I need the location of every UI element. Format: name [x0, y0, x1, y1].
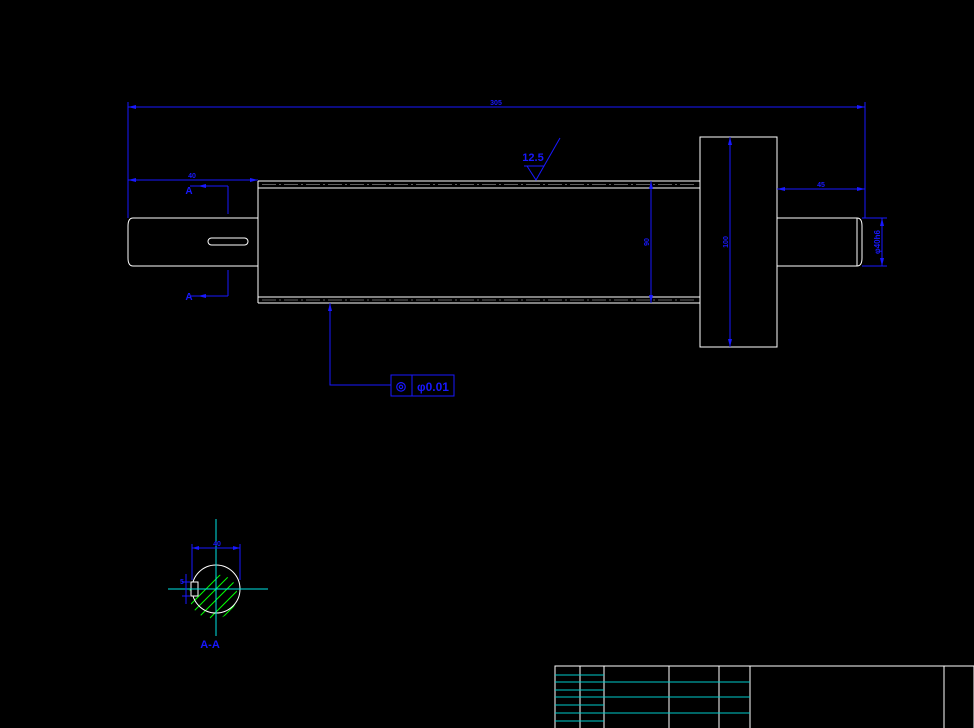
section-centerlines	[168, 519, 268, 636]
section-key-dim: 5	[180, 579, 184, 586]
dimension-arrows	[128, 105, 884, 347]
section-view: 40 5 A-A	[168, 519, 268, 651]
flange-diameter-dim: 100	[723, 236, 730, 248]
drum-surface-texture	[262, 184, 696, 301]
section-label: A-A	[200, 639, 220, 651]
tolerance-symbol-icon: ◎	[396, 379, 407, 393]
overall-length-dim: 305	[490, 100, 502, 107]
title-block	[554, 665, 974, 728]
surface-roughness-value: 12.5	[522, 152, 543, 164]
flange	[699, 136, 778, 348]
right-shaft	[777, 217, 863, 267]
drum-diameter-dim: 90	[644, 238, 651, 246]
tolerance-value: φ0.01	[417, 380, 449, 394]
left-shaft	[127, 217, 259, 267]
right-shaft-length-dim: 45	[817, 182, 825, 189]
section-marker-bottom: A	[185, 292, 192, 303]
section-marker-top: A	[185, 186, 192, 197]
shaft-outline	[127, 136, 863, 348]
keyway-slot	[207, 237, 249, 246]
section-width-dim: 40	[213, 541, 221, 548]
left-shaft-length-dim: 40	[188, 173, 196, 180]
dimension-lines	[127, 102, 887, 397]
shaft-diameter-dim: φ40h6	[873, 229, 882, 254]
